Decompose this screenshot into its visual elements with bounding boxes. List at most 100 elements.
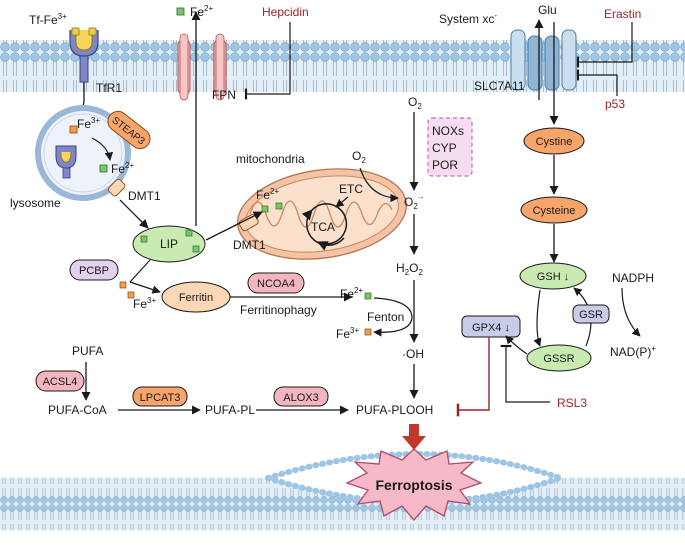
pufa-label: PUFA — [72, 344, 103, 358]
oh-label: ·OH — [402, 347, 424, 361]
lys-fe3-label: Fe3+ — [77, 116, 100, 131]
lip-iron-2 — [185, 229, 193, 237]
gssr-pill: GSSR — [526, 344, 592, 372]
lys-fe2-label: Fe2+ — [111, 161, 134, 176]
lip-label: LIP — [160, 237, 178, 251]
lysosome-to-lip-arrow — [119, 199, 149, 229]
svg-text:GSSR: GSSR — [543, 353, 574, 365]
lip-iron-1 — [140, 235, 148, 243]
ferroptosis-label: Ferroptosis — [375, 477, 452, 493]
o2-top-label: O2 — [408, 95, 422, 111]
svg-text:GSR: GSR — [579, 309, 603, 321]
gssr-to-gpx4-arrow — [505, 335, 528, 355]
lysosome-label: lysosome — [10, 196, 61, 210]
alox3-pill: ALOX3 — [273, 386, 329, 407]
svg-text:Cysteine: Cysteine — [533, 205, 576, 217]
pcbp-pill: PCBP — [69, 259, 119, 281]
cysteine-pill: Cysteine — [520, 196, 588, 224]
ferroptosis-burst — [345, 448, 483, 521]
gsr-pill: GSR — [572, 304, 610, 324]
svg-text:ACSL4: ACSL4 — [43, 376, 78, 388]
mito-fe2-label: Fe2+ — [256, 187, 279, 202]
ferritin-pill: Ferritin — [161, 281, 231, 313]
nadph-to-nadp-arrow — [621, 287, 641, 337]
ferritin-fe3-label: Fe3+ — [133, 296, 156, 311]
lip-iron-3 — [192, 245, 200, 253]
pufa-coa-label: PUFA-CoA — [48, 403, 107, 417]
system-xc-label: System xc- — [439, 11, 497, 26]
dmt1-lysosome-label: DMT1 — [128, 189, 161, 203]
erastin-inhibition — [576, 22, 633, 68]
fenton-label: Fenton — [367, 310, 404, 324]
ruptured-membrane — [0, 451, 685, 530]
rsl3-label: RSL3 — [557, 396, 587, 410]
svg-text:LPCAT3: LPCAT3 — [140, 392, 181, 404]
gsh-to-gssr-arrow — [533, 289, 542, 347]
hepcidin-inhibition — [244, 22, 291, 100]
lpcat3-pill: LPCAT3 — [132, 386, 188, 407]
hepcidin-label: Hepcidin — [262, 5, 309, 19]
nox-enzyme-box: NOXs CYP POR — [427, 117, 473, 177]
fe2-top-label: Fe2+ — [190, 4, 213, 19]
svg-text:GSH ↓: GSH ↓ — [537, 271, 569, 283]
gsh-pill: GSH ↓ — [519, 262, 587, 290]
gpx4-inhibits-plooh — [456, 337, 490, 417]
mito-o2-to-superoxide-arrow — [359, 167, 399, 203]
ferritinophagy-label: Ferritinophagy — [240, 303, 317, 317]
fenton-reaction-arrow — [373, 297, 413, 337]
iron-fe2-mito-2 — [275, 202, 283, 210]
mitochondria-label: mitochondria — [236, 152, 305, 166]
svg-text:ALOX3: ALOX3 — [283, 392, 318, 404]
pufa-pl-label: PUFA-PL — [205, 403, 255, 417]
o2-mito-label: O2 — [352, 149, 366, 165]
h2o2-label: H2O2 — [396, 261, 423, 277]
nadp-label: NAD(P)+ — [610, 344, 656, 359]
nadph-label: NADPH — [612, 271, 654, 285]
ferritin-iron-small — [119, 281, 127, 289]
cystine-pill: Cystine — [523, 127, 585, 155]
tfr1-label: TfR1 — [96, 81, 122, 95]
svg-text:Cystine: Cystine — [536, 136, 573, 148]
svg-text:GPX4 ↓: GPX4 ↓ — [472, 322, 510, 334]
tca-label: TCA — [311, 220, 335, 234]
iron-fe3-lysosome — [69, 125, 78, 134]
fenton-fe2-label: Fe2+ — [340, 286, 363, 301]
gpx4-pill: GPX4 ↓ — [461, 315, 521, 338]
etc-arrow — [335, 196, 349, 208]
lip-to-ferritin-arrow — [129, 259, 151, 283]
mitochondrion — [236, 168, 408, 260]
iron-fe2-exported — [176, 7, 185, 16]
acsl4-pill: ACSL4 — [35, 370, 85, 392]
pufa-plooh-label: PUFA-PLOOH — [356, 403, 433, 417]
rsl3-inhibition — [500, 344, 550, 403]
lip-to-ferritin-arrow-2 — [129, 281, 161, 294]
svg-text:Ferritin: Ferritin — [179, 292, 213, 304]
etc-label: ETC — [339, 182, 363, 196]
fe3-reduction-arrow — [91, 137, 114, 161]
fpn-channel — [177, 33, 227, 101]
iron-fe2-fenton — [364, 292, 372, 300]
ferritin-fe3-icon — [127, 291, 135, 299]
svg-text:POR: POR — [432, 158, 458, 172]
svg-text:CYP: CYP — [432, 141, 457, 155]
glu-label: Glu — [538, 3, 557, 17]
tf-fe-label: Tf-Fe3+ — [29, 12, 67, 27]
plooh-to-ferroptosis-arrow — [402, 424, 426, 450]
fenton-fe3-label: Fe3+ — [336, 326, 359, 341]
ncoa4-pill: NCOA4 — [247, 272, 305, 294]
iron-fe2-mito-1 — [261, 205, 269, 213]
superoxide-label: O2·- — [404, 193, 423, 211]
iron-fe3-fenton — [364, 328, 372, 336]
lysosome — [35, 105, 131, 201]
slc7a11-label: SLC7A11 — [474, 79, 525, 93]
iron-fe2-lysosome — [99, 164, 108, 173]
svg-text:NOXs: NOXs — [432, 124, 464, 138]
dmt1-mito-label: DMT1 — [233, 238, 266, 252]
lip-to-mito-arrow — [205, 211, 263, 241]
fpn-label: FPN — [212, 88, 236, 102]
p53-inhibition — [576, 69, 618, 96]
svg-text:NCOA4: NCOA4 — [257, 278, 295, 290]
p53-label: p53 — [605, 97, 625, 111]
